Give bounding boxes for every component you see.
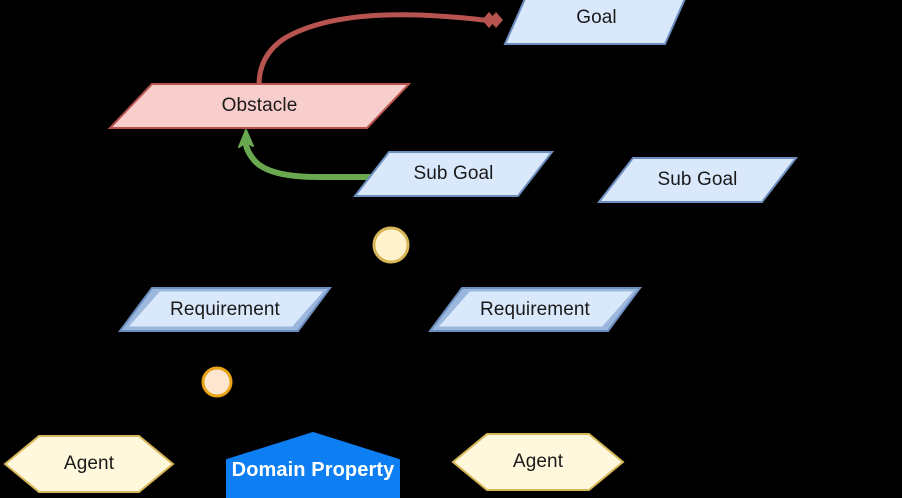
requirement-left-inner-parallelogram-shape xyxy=(128,291,324,327)
edge-requirement-left-to-refinement-lower xyxy=(217,330,223,367)
node-requirement-right[interactable] xyxy=(428,287,642,332)
edge-refinement-lower-to-domain-property xyxy=(227,391,306,433)
node-domain-property[interactable] xyxy=(226,431,400,498)
resolution-arrowhead-icon xyxy=(238,129,254,148)
refinement-upper-circle-shape[interactable] xyxy=(372,226,410,264)
node-refinement-lower[interactable] xyxy=(201,366,233,398)
agent-left-hexagon-shape[interactable] xyxy=(3,435,175,493)
node-subgoal-right[interactable] xyxy=(596,157,799,203)
requirement-right-inner-parallelogram-shape xyxy=(438,291,634,327)
edge-refinement-to-requirement-right xyxy=(403,249,529,289)
goal-parallelogram-shape[interactable] xyxy=(503,0,688,45)
node-goal[interactable] xyxy=(503,0,688,45)
domain-property-pentagon-shape[interactable] xyxy=(226,431,400,498)
node-refinement-upper[interactable] xyxy=(372,226,410,264)
node-obstacle[interactable] xyxy=(107,83,412,129)
edge-refinement-lower-to-agent-left xyxy=(104,391,207,435)
edge-requirement-right-to-agent-right xyxy=(534,330,539,433)
resolution-link-path xyxy=(242,135,375,180)
resolution-link[interactable] xyxy=(238,129,375,180)
node-subgoal-left[interactable] xyxy=(352,151,555,197)
obstruction-double-diamond-icon xyxy=(482,12,503,28)
node-requirement-left[interactable] xyxy=(118,287,332,332)
obstacle-parallelogram-shape[interactable] xyxy=(107,83,412,129)
node-agent-left[interactable] xyxy=(3,435,175,493)
refinement-lower-circle-shape[interactable] xyxy=(201,366,233,398)
agent-right-hexagon-shape[interactable] xyxy=(451,433,625,491)
edge-refinement-to-requirement-left xyxy=(234,249,379,289)
refinement-connectors xyxy=(104,196,539,435)
edge-subgoal-to-refinement xyxy=(402,196,421,233)
subgoal-right-parallelogram-shape[interactable] xyxy=(596,157,799,203)
subgoal-left-parallelogram-shape[interactable] xyxy=(352,151,555,197)
node-agent-right[interactable] xyxy=(451,433,625,491)
obstruction-link-path xyxy=(256,12,486,88)
obstruction-link[interactable] xyxy=(256,12,503,88)
